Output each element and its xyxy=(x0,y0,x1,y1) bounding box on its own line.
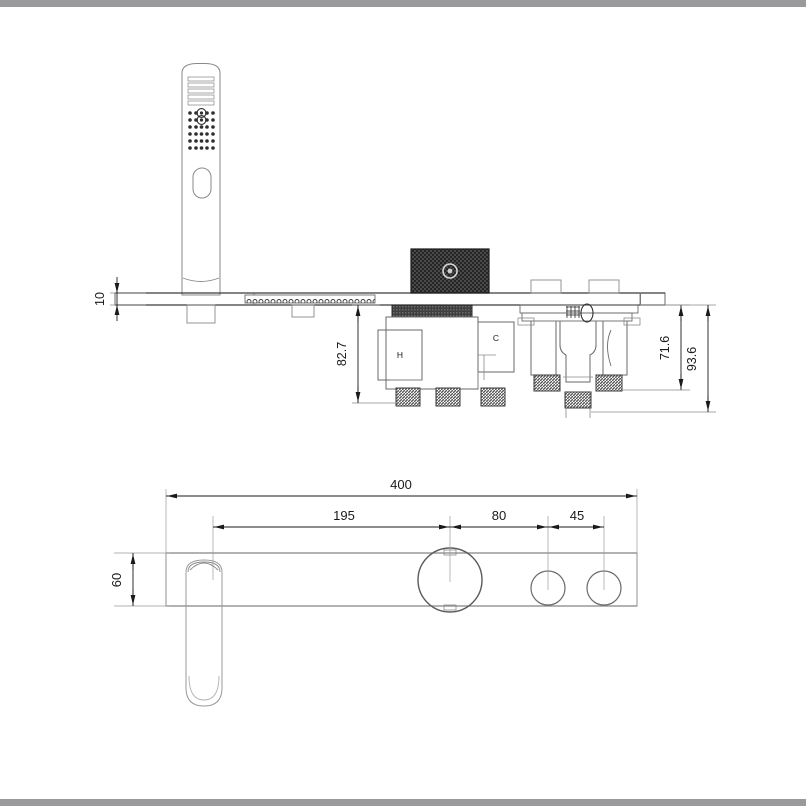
dimension-text-400: 400 xyxy=(390,477,412,492)
dimension-text-80: 80 xyxy=(492,508,506,523)
valve-body-section: H C xyxy=(377,304,515,390)
cold-inlet-label: C xyxy=(493,333,499,343)
dimension-text-45: 45 xyxy=(570,508,584,523)
diverter-assembly xyxy=(519,279,639,418)
front-elevation-view: H C xyxy=(93,63,716,418)
bottom-edge-bar xyxy=(0,799,806,806)
dimension-text-82-7: 82.7 xyxy=(335,342,349,366)
dimension-plate-thickness: 10 xyxy=(93,277,146,321)
spray-face-grid xyxy=(187,76,215,150)
dimension-text-195: 195 xyxy=(333,508,355,523)
dimension-text-71-6: 71.6 xyxy=(658,336,672,360)
shower-handset xyxy=(181,63,221,296)
dimension-handset-to-dial: 195 xyxy=(213,508,450,530)
threaded-outlets-left xyxy=(395,387,506,407)
dimension-dial-to-button-1: 80 xyxy=(450,508,548,530)
plan-view: 400 195 80 xyxy=(109,477,638,707)
dimension-overall-depth: 93.6 xyxy=(591,304,716,413)
dimension-outlet-centre-depth: 71.6 xyxy=(622,304,690,391)
top-edge-bar xyxy=(0,0,806,7)
dimension-text-60: 60 xyxy=(109,573,124,587)
dimension-plate-width: 60 xyxy=(109,552,170,607)
dimension-text-10: 10 xyxy=(93,292,107,306)
plan-plate xyxy=(165,552,638,607)
plan-handset xyxy=(185,559,223,707)
dimension-text-93-6: 93.6 xyxy=(685,347,699,371)
dimension-button-1-to-button-2: 45 xyxy=(548,508,604,530)
dimension-overall-length: 400 xyxy=(166,477,637,499)
hot-inlet-label: H xyxy=(397,350,403,360)
thermostatic-knob xyxy=(410,248,490,294)
dimension-valve-body-depth: 82.7 xyxy=(335,304,396,404)
